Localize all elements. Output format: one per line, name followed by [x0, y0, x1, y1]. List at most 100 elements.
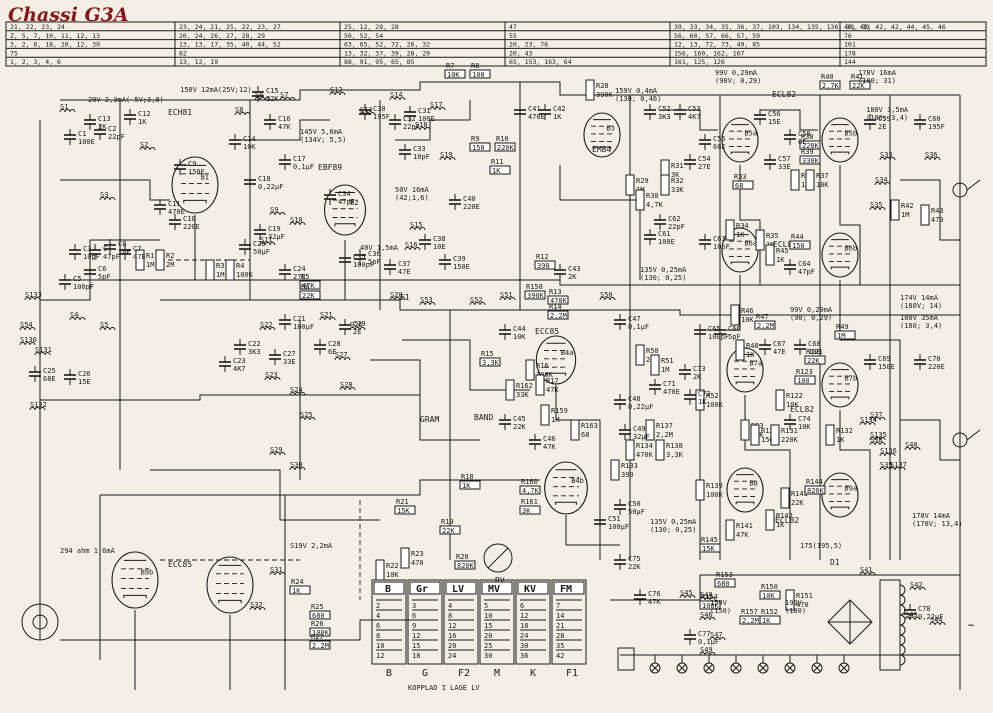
- voltage-rest: (134V; 5,5): [300, 136, 346, 144]
- power-supply: ~: [617, 579, 974, 674]
- resistor-value: 2M: [166, 261, 174, 269]
- capacitor-label: C72: [698, 390, 711, 398]
- resistor-body: [494, 142, 516, 152]
- capacitor-value: 10K: [513, 333, 526, 341]
- coil-winding: [299, 222, 306, 226]
- resistor-body: [735, 339, 745, 361]
- capacitor-value: 195F: [373, 113, 390, 121]
- resistor-body: [714, 578, 736, 588]
- coil-label: S44: [930, 616, 943, 624]
- coil-label: S3: [100, 191, 108, 199]
- table-cell: 1, 2, 3, 4, 6: [10, 58, 61, 66]
- pilot-lamp: [757, 655, 769, 674]
- coil-label: S42: [910, 581, 923, 589]
- tube-type-label: ECH81: [168, 108, 192, 117]
- vacuum-tube: B6b: [821, 232, 859, 278]
- coil-winding: [899, 467, 906, 471]
- coil-winding: [339, 92, 346, 96]
- resistor-label: R133: [621, 462, 638, 470]
- table-cell: 13, 32, 37, 39, 28, 29: [344, 49, 430, 57]
- capacitor-value: 47pF: [338, 198, 355, 206]
- resistor-value: 4,7K: [522, 487, 540, 495]
- resistor-body: [635, 344, 645, 366]
- capacitor-value: 50µF: [628, 508, 645, 516]
- table-cell: 23, 24, 21, 25, 22, 23, 27: [179, 23, 281, 31]
- coil-winding: [879, 417, 886, 421]
- resistor-body: [849, 80, 871, 90]
- lamp-filament: [705, 664, 713, 672]
- capacitor-value: 6E: [328, 348, 336, 356]
- contact-number: 8: [376, 632, 380, 640]
- band-label: MV: [488, 584, 500, 595]
- capacitor-value: 10pF: [413, 153, 430, 161]
- capacitor-value: 47E: [133, 253, 146, 261]
- resistor-value: 1K: [462, 482, 471, 490]
- capacitor-label: C33: [413, 145, 426, 153]
- coil-label: S11: [260, 236, 273, 244]
- tube-type-label: ECL82: [775, 516, 799, 525]
- coil-winding: [889, 453, 896, 457]
- resistor-label: R23: [411, 550, 424, 558]
- meter-needle: [487, 547, 509, 569]
- coil: S8: [234, 106, 251, 116]
- resistor-value: 15K: [702, 545, 715, 553]
- pilot-lamp: [676, 655, 688, 674]
- vacuum-tube: B9b: [111, 551, 159, 609]
- resistor-body: [547, 310, 569, 320]
- table-cell: 40, 41, 42, 42, 44, 45, 46: [844, 23, 946, 31]
- lamp-filament: [678, 664, 686, 672]
- capacitor-label: C15: [266, 87, 279, 95]
- resistor-label: R13: [549, 288, 562, 296]
- resistor-body: [750, 424, 760, 446]
- resistor-value: 390K: [596, 91, 614, 99]
- coil-winding: [39, 407, 46, 411]
- resistor-body: [739, 615, 761, 625]
- resistor-body: [309, 610, 331, 620]
- coil-winding: [244, 112, 251, 116]
- resistor-value: 390: [537, 262, 550, 270]
- capacitor-label: C10: [183, 215, 196, 223]
- resistor-value: 22K: [791, 499, 804, 507]
- coil: S30: [289, 461, 306, 471]
- contact-number: 42: [556, 652, 564, 660]
- contact-number: 4: [376, 612, 380, 620]
- wire: [160, 299, 960, 316]
- capacitor-value: 22K: [628, 563, 641, 571]
- wire: [839, 280, 901, 560]
- table-frame: [5, 21, 987, 67]
- coil-winding: [509, 297, 516, 301]
- tube-envelope: [583, 112, 621, 158]
- coil-label: S35: [870, 201, 883, 209]
- resistor-label: R7: [446, 62, 454, 70]
- resistor-body: [794, 375, 816, 385]
- resistor-label: R150: [761, 583, 778, 591]
- pilot-lamp: [838, 655, 850, 674]
- resistor-body: [699, 543, 721, 553]
- resistor-body: [804, 355, 826, 365]
- resistor-body: [725, 219, 735, 241]
- resistor-value: 820K: [807, 487, 825, 495]
